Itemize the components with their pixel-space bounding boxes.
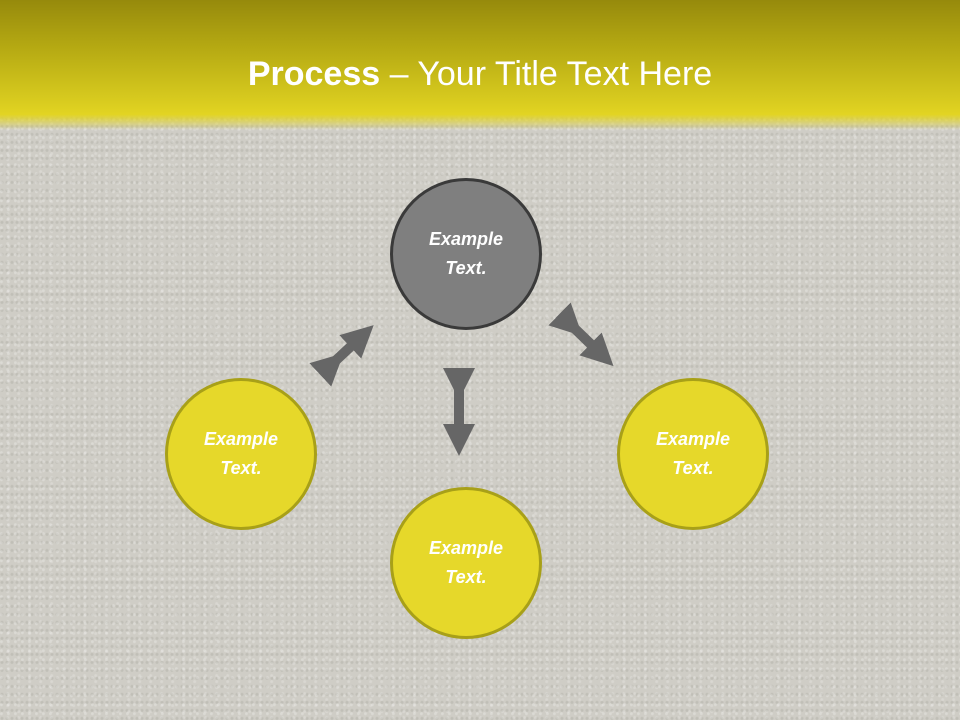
node-text-line1: Example	[428, 538, 504, 558]
node-text-line2: Text.	[445, 567, 487, 587]
node-text-line2: Text.	[445, 258, 487, 278]
slide-title: Process – Your Title Text Here	[0, 52, 960, 96]
node-text-line1: Example	[203, 429, 279, 449]
double-arrow-icon-right	[548, 302, 614, 367]
left-node: Example Text.	[165, 378, 317, 530]
node-text-line2: Text.	[220, 458, 262, 478]
bottom-node: Example Text.	[390, 487, 542, 639]
title-banner	[0, 0, 960, 130]
node-text-line1: Example	[655, 429, 731, 449]
right-node: Example Text.	[617, 378, 769, 530]
node-text-line2: Text.	[672, 458, 714, 478]
center-node: Example Text.	[390, 178, 542, 330]
double-arrow-icon-left	[309, 325, 374, 387]
title-bold: Process	[247, 55, 381, 93]
node-text-line1: Example	[428, 229, 504, 249]
title-rest: – Your Title Text Here	[380, 55, 713, 93]
